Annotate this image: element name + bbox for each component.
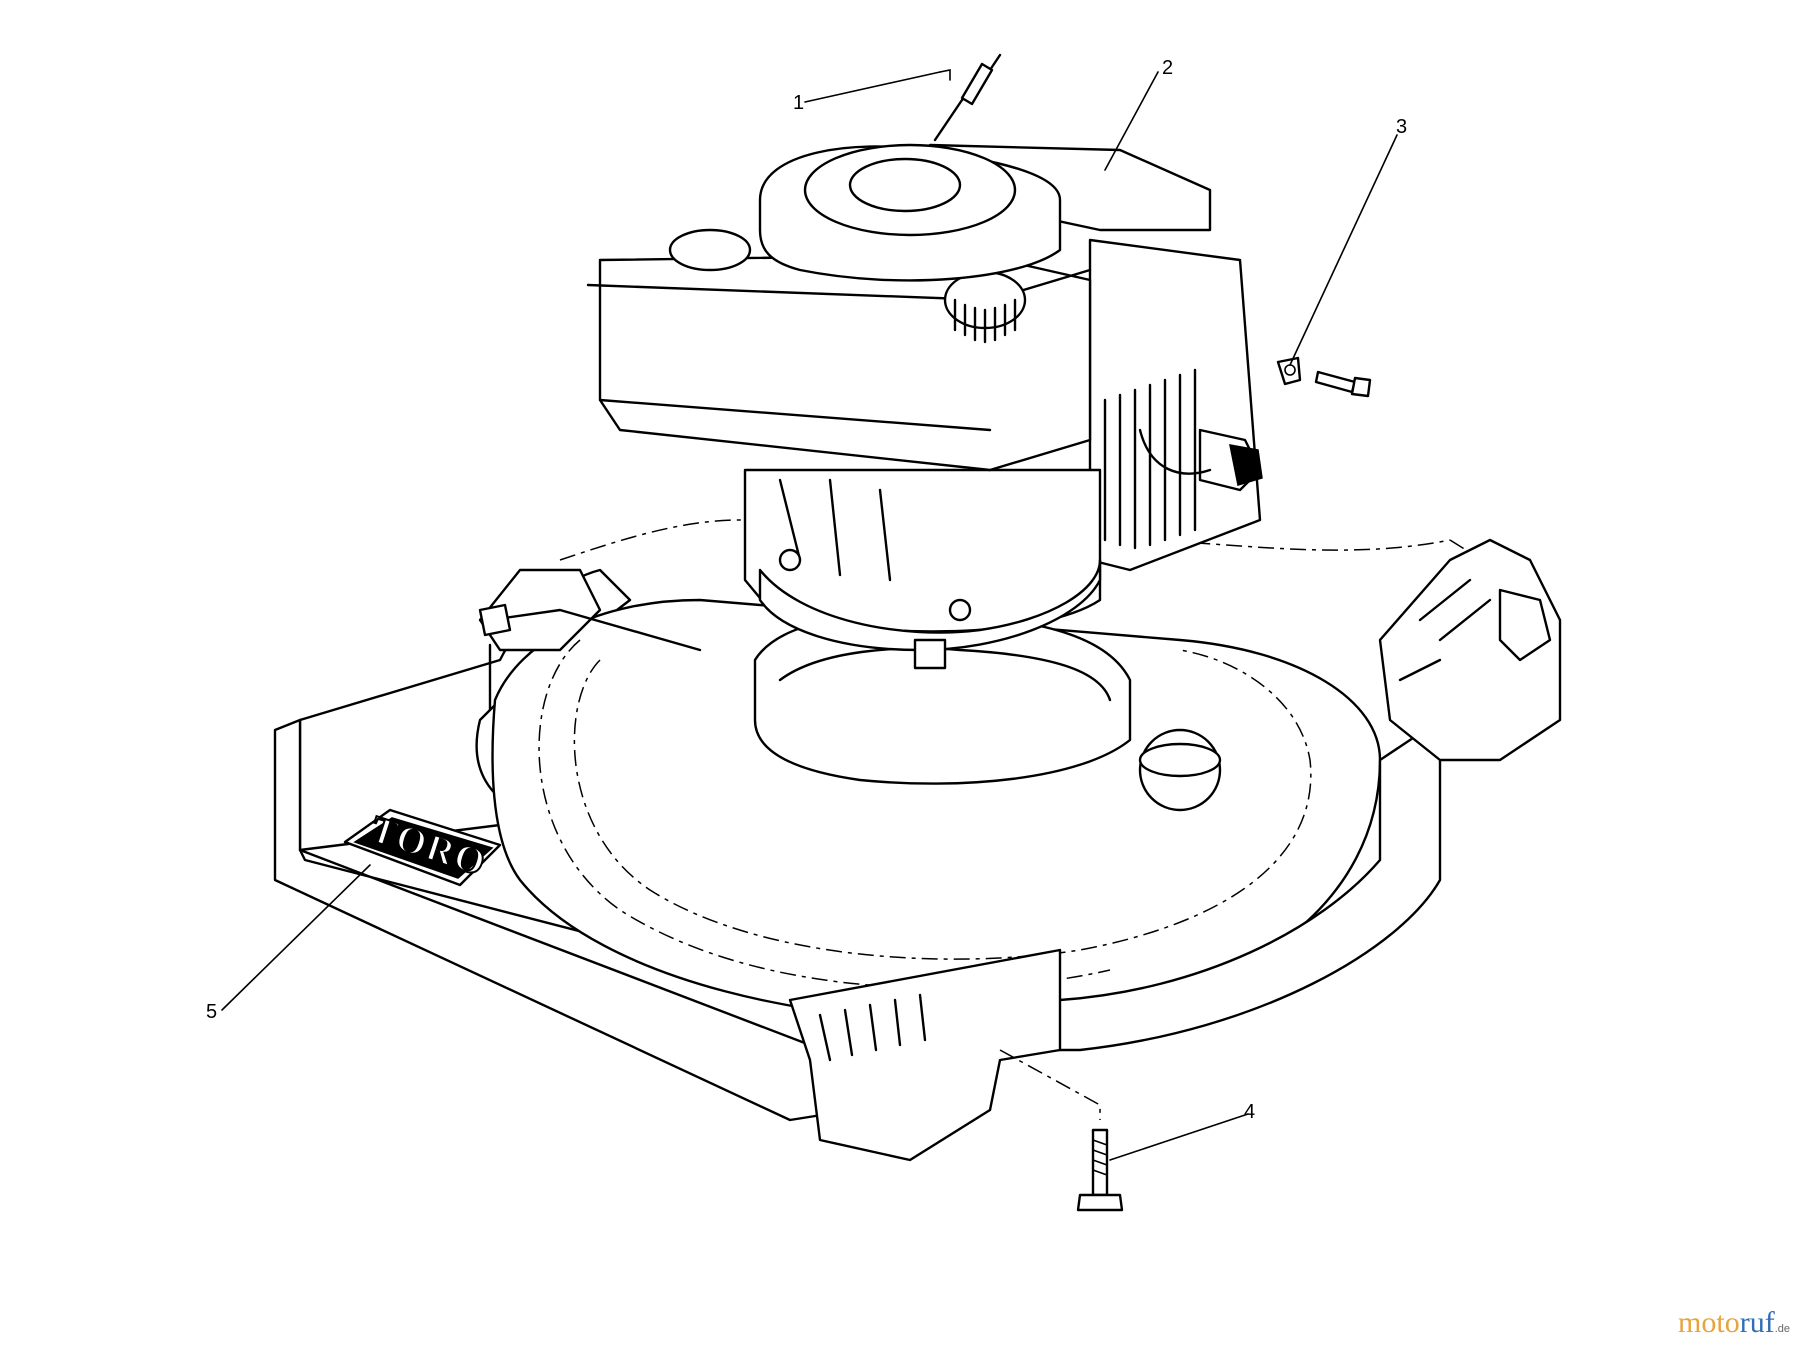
watermark-part2: ruf <box>1739 1306 1775 1339</box>
part-4-screw <box>999 1049 1124 1212</box>
watermark-part1: moto <box>1678 1306 1740 1339</box>
watermark-suffix: .de <box>1774 1323 1790 1335</box>
callout-1: 1 <box>793 92 804 114</box>
callout-2: 2 <box>1162 57 1173 79</box>
part-3-bracket-bolt <box>1276 356 1372 398</box>
callout-5: 5 <box>206 1001 217 1023</box>
callout-4: 4 <box>1244 1101 1255 1123</box>
watermark: motoruf.de <box>1678 1306 1790 1340</box>
mower-deck <box>273 519 1562 1162</box>
callout-3: 3 <box>1396 116 1407 138</box>
engine-assembly <box>586 53 1263 670</box>
callout-leaders <box>221 69 1398 1161</box>
